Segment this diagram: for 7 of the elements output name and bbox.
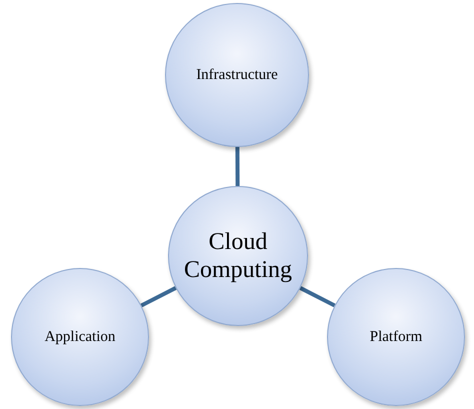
- node-label: Application: [44, 328, 116, 347]
- connector-line: [140, 286, 177, 308]
- node-label: Cloud Computing: [182, 228, 293, 284]
- node-label: Platform: [368, 328, 424, 347]
- node-label: Infrastructure: [195, 66, 279, 85]
- connector-line: [299, 286, 336, 308]
- connector-line: [235, 147, 240, 186]
